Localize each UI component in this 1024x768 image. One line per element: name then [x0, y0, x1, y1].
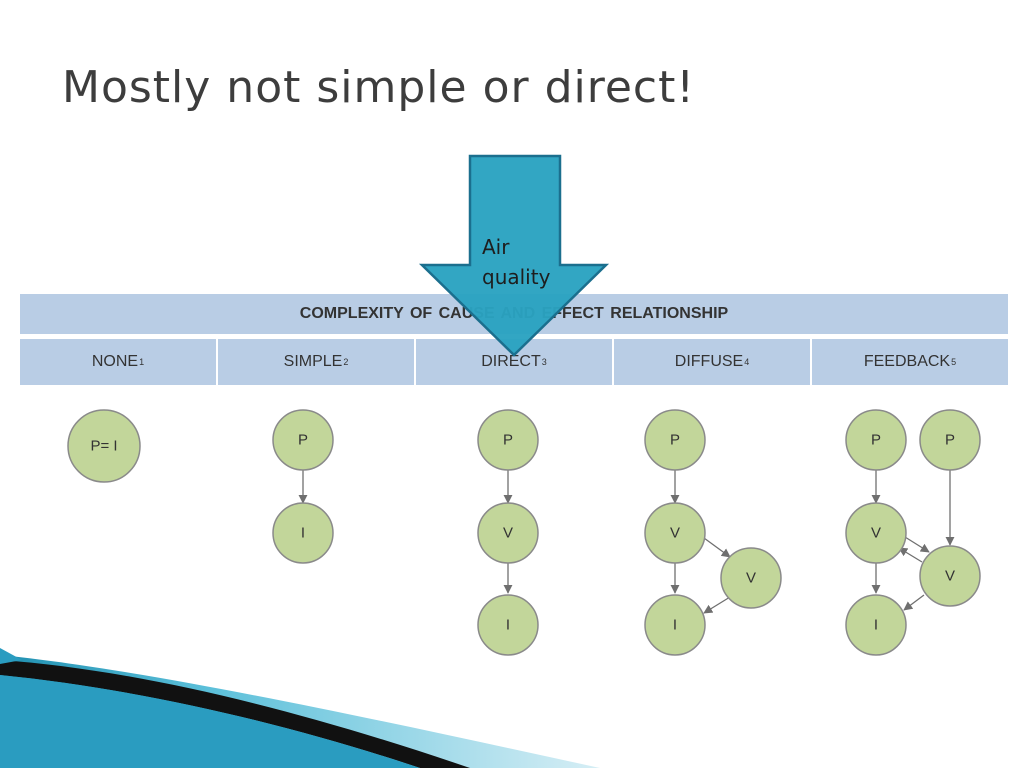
swoosh-top-accent: [0, 648, 22, 664]
node-label: P: [298, 432, 308, 449]
air-quality-line1: Air: [482, 235, 510, 259]
air-quality-arrow: [418, 154, 610, 357]
swoosh-dark-band: [0, 660, 470, 768]
node-label: P= I: [90, 438, 117, 455]
node-label: I: [673, 617, 677, 634]
node-diffuse-v1: V: [644, 502, 706, 564]
node-direct-v: V: [477, 502, 539, 564]
edge-diffuse-v-v2: [703, 537, 731, 558]
column-label: NONE: [91, 353, 139, 370]
node-feedback-i: I: [845, 594, 907, 656]
node-diffuse-p: P: [644, 409, 706, 471]
node-simple-i: I: [272, 502, 334, 564]
page-title: Mostly not simple or direct!: [62, 62, 695, 113]
edge-feedback-v1-v2: [904, 536, 930, 553]
column-footnote: 3: [541, 357, 547, 367]
edge-feedback-v2-v1: [898, 547, 923, 563]
edge-feedback-v2-i: [903, 594, 925, 611]
column-footnote: 5: [951, 357, 957, 367]
node-feedback-v1: V: [845, 502, 907, 564]
node-direct-p: P: [477, 409, 539, 471]
column-label: SIMPLE: [283, 353, 343, 370]
node-label: I: [874, 617, 878, 634]
node-label: P: [871, 432, 881, 449]
node-label: P: [945, 432, 955, 449]
edge-diffuse-v2-i: [703, 596, 731, 614]
node-label: I: [506, 617, 510, 634]
edges: [298, 470, 955, 614]
air-quality-label: Air quality: [482, 232, 572, 292]
node-diffuse-v2: V: [720, 547, 782, 609]
node-feedback-p2: P: [919, 409, 981, 471]
column-footnote: 1: [139, 357, 145, 367]
column-footnote: 4: [744, 357, 750, 367]
node-diffuse-i: I: [644, 594, 706, 656]
node-label: P: [503, 432, 513, 449]
column-footnote: 2: [343, 357, 349, 367]
node-label: V: [871, 525, 881, 542]
column-label: FEEDBACK: [863, 353, 951, 370]
node-label: I: [301, 525, 305, 542]
node-label: V: [503, 525, 513, 542]
swoosh-blue-band: [0, 675, 420, 768]
node-label: V: [945, 568, 955, 585]
node-label: V: [670, 525, 680, 542]
node-label: V: [746, 570, 756, 587]
node-direct-i: I: [477, 594, 539, 656]
node-none-pi: P= I: [67, 409, 141, 483]
node-label: P: [670, 432, 680, 449]
column-label: DIRECT: [481, 353, 541, 370]
node-feedback-v2: V: [919, 545, 981, 607]
node-simple-p: P: [272, 409, 334, 471]
air-quality-line2: quality: [482, 265, 551, 289]
node-feedback-p1: P: [845, 409, 907, 471]
column-label: DIFFUSE: [674, 353, 744, 370]
